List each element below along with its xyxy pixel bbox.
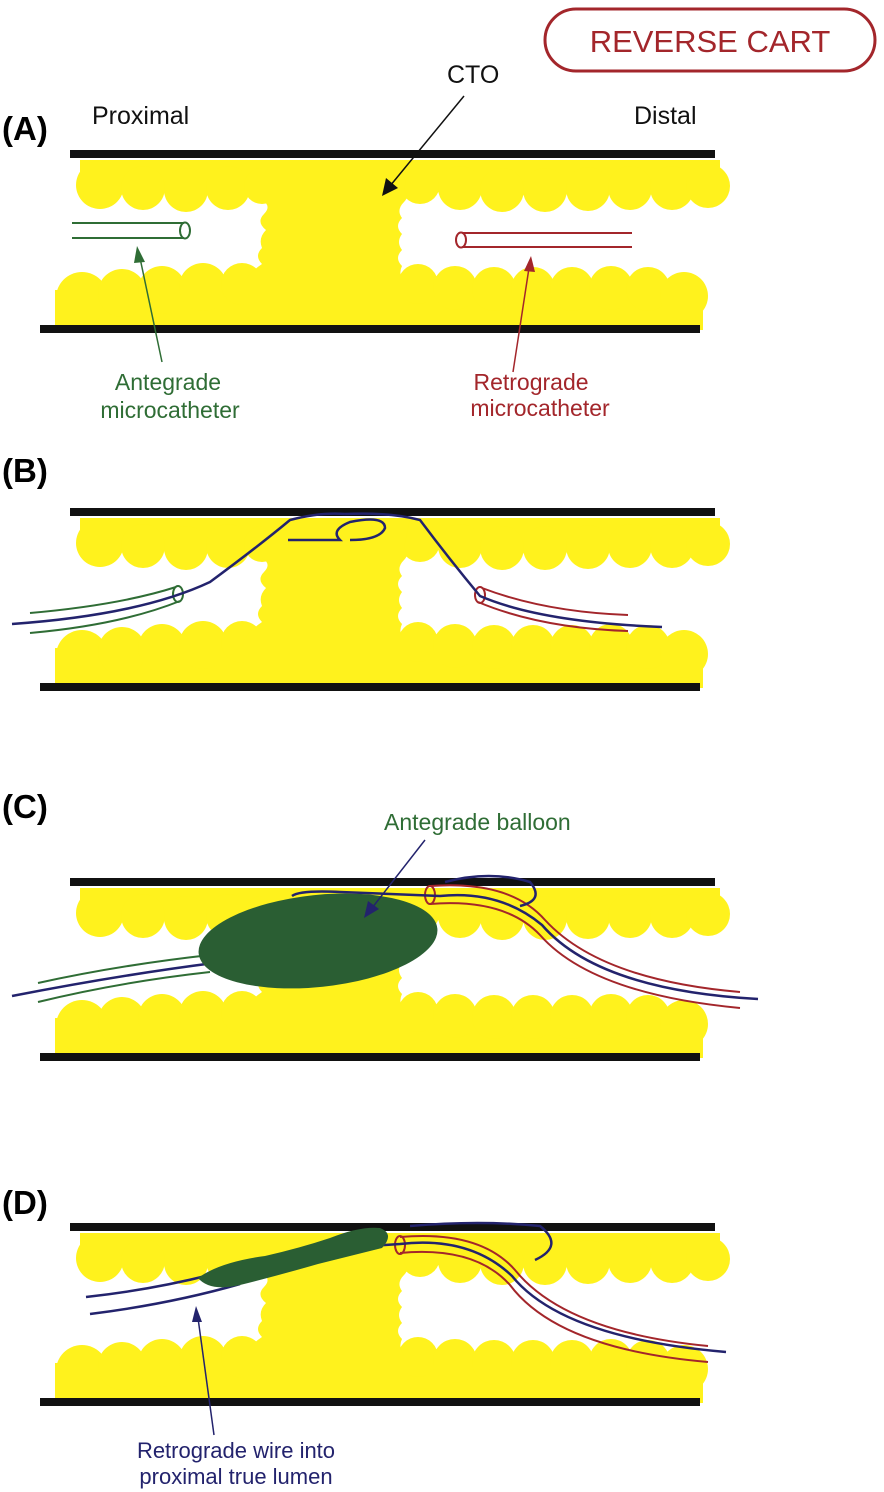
title-text: REVERSE CART [590,24,831,59]
panel-a: (A) Proximal Distal CTO Antegrade microc… [2,61,730,423]
proximal-label: Proximal [92,102,189,130]
guidewire [11,512,663,629]
panel-d-letter: (D) [2,1184,48,1221]
retrograde-wire-label-line1: Retrograde wire into [137,1438,335,1463]
vessel-segment [40,150,730,333]
retrograde-label-line1: Retrograde [473,369,588,395]
panel-a-letter: (A) [2,110,48,147]
distal-label: Distal [634,102,697,130]
cto-label: CTO [447,61,499,89]
antegrade-balloon [198,893,438,989]
panel-c: (C) Antegrade balloon [2,788,759,1061]
title-badge [543,7,877,73]
panel-b: (B) [2,452,730,691]
retrograde-microcatheter [474,586,629,632]
retrograde-wire-label-line2: proximal true lumen [139,1464,332,1489]
antegrade-label-line1: Antegrade [115,369,221,395]
retrograde-arrow [512,256,535,373]
vessel-segment [40,1223,730,1406]
deflated-balloon [198,1227,389,1288]
antegrade-microcatheter [72,221,191,240]
retrograde-guidewire [291,874,759,1001]
panel-b-letter: (B) [2,452,48,489]
retrograde-microcatheter [455,231,632,249]
vessel-segment [40,508,730,691]
panel-c-letter: (C) [2,788,48,825]
antegrade-arrow [134,246,163,363]
balloon-arrow [364,839,426,918]
cto-arrow [382,95,465,196]
retrograde-guidewire [85,1221,727,1354]
antegrade-balloon-label: Antegrade balloon [384,809,571,835]
antegrade-microcatheter [37,954,211,1003]
wire-arrow [192,1306,215,1436]
antegrade-guidewire [11,961,215,998]
retrograde-label-line2: microcatheter [470,395,610,421]
panel-d: (D) Retrograde wire into proximal true l… [2,1184,730,1489]
antegrade-microcatheter [29,585,184,634]
antegrade-label-line2: microcatheter [100,397,240,423]
